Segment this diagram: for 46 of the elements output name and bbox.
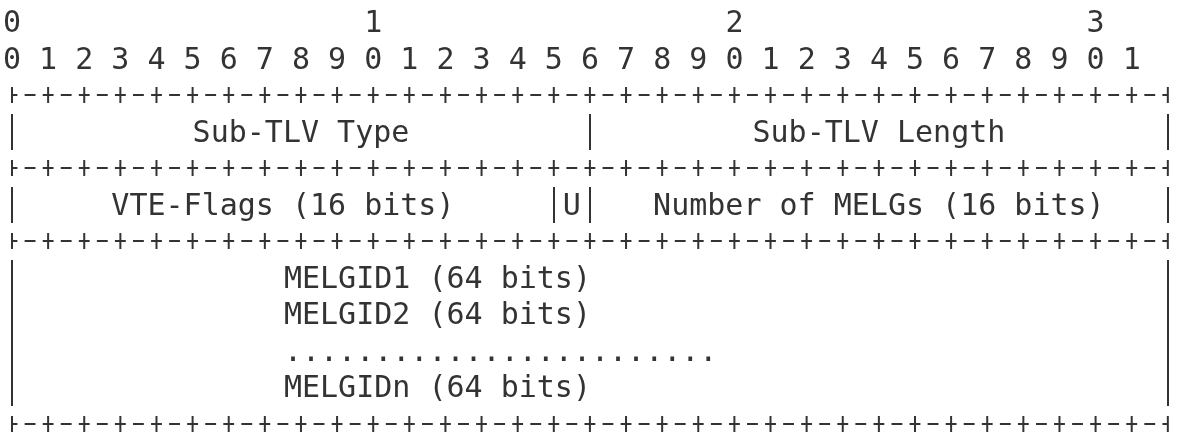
bit-number: 5 [544,40,563,77]
bit-number: 2 [797,40,816,77]
field-label: Sub-TLV Length [752,113,1006,150]
bit-number: 1 [1122,40,1141,77]
bit-number: 0 [725,40,744,77]
bit-number: 1 [39,40,58,77]
field-label: Sub-TLV Type [192,113,410,150]
bit-number: 3 [111,40,130,77]
bit-number: 1 [761,40,780,77]
field-label: MELGID1 (64 bits) [283,259,591,296]
bit-number: 1 [400,40,419,77]
bit-number: 2 [75,40,94,77]
bit-number: 0 [364,40,383,77]
bit-number: 3 [833,40,852,77]
bit-number: 4 [869,40,888,77]
bit-number: 0 [1086,40,1105,77]
bit-number: 6 [219,40,238,77]
bit-number: 9 [689,40,708,77]
bit-number: 9 [328,40,347,77]
bit-number: 8 [653,40,672,77]
bit-number: 0 [3,4,22,41]
bit-number: 7 [978,40,997,77]
bit-number: 4 [147,40,166,77]
bit-number: 1 [364,4,383,41]
bit-number: 5 [183,40,202,77]
bit-number: 7 [255,40,274,77]
field-label: MELGIDn (64 bits) [283,369,591,406]
bit-number: 8 [291,40,310,77]
packet-field [11,259,1169,406]
field-label: VTE-Flags (16 bits) [111,186,455,223]
bit-number: 8 [1014,40,1033,77]
bit-number: 5 [906,40,925,77]
field-label: U [562,186,581,223]
field-label: Number of MELGs (16 bits) [653,186,1105,223]
bit-number: 2 [436,40,455,77]
bit-number: 4 [508,40,527,77]
bit-number: 0 [3,40,22,77]
field-label: MELGID2 (64 bits) [283,296,591,333]
bit-number: 6 [580,40,599,77]
bit-number: 6 [942,40,961,77]
bit-number: 9 [1050,40,1069,77]
bit-number: 3 [472,40,491,77]
bit-number: 3 [1086,4,1105,41]
bit-number: 7 [617,40,636,77]
field-label: ........................ [283,332,718,369]
bit-number: 2 [725,4,744,41]
